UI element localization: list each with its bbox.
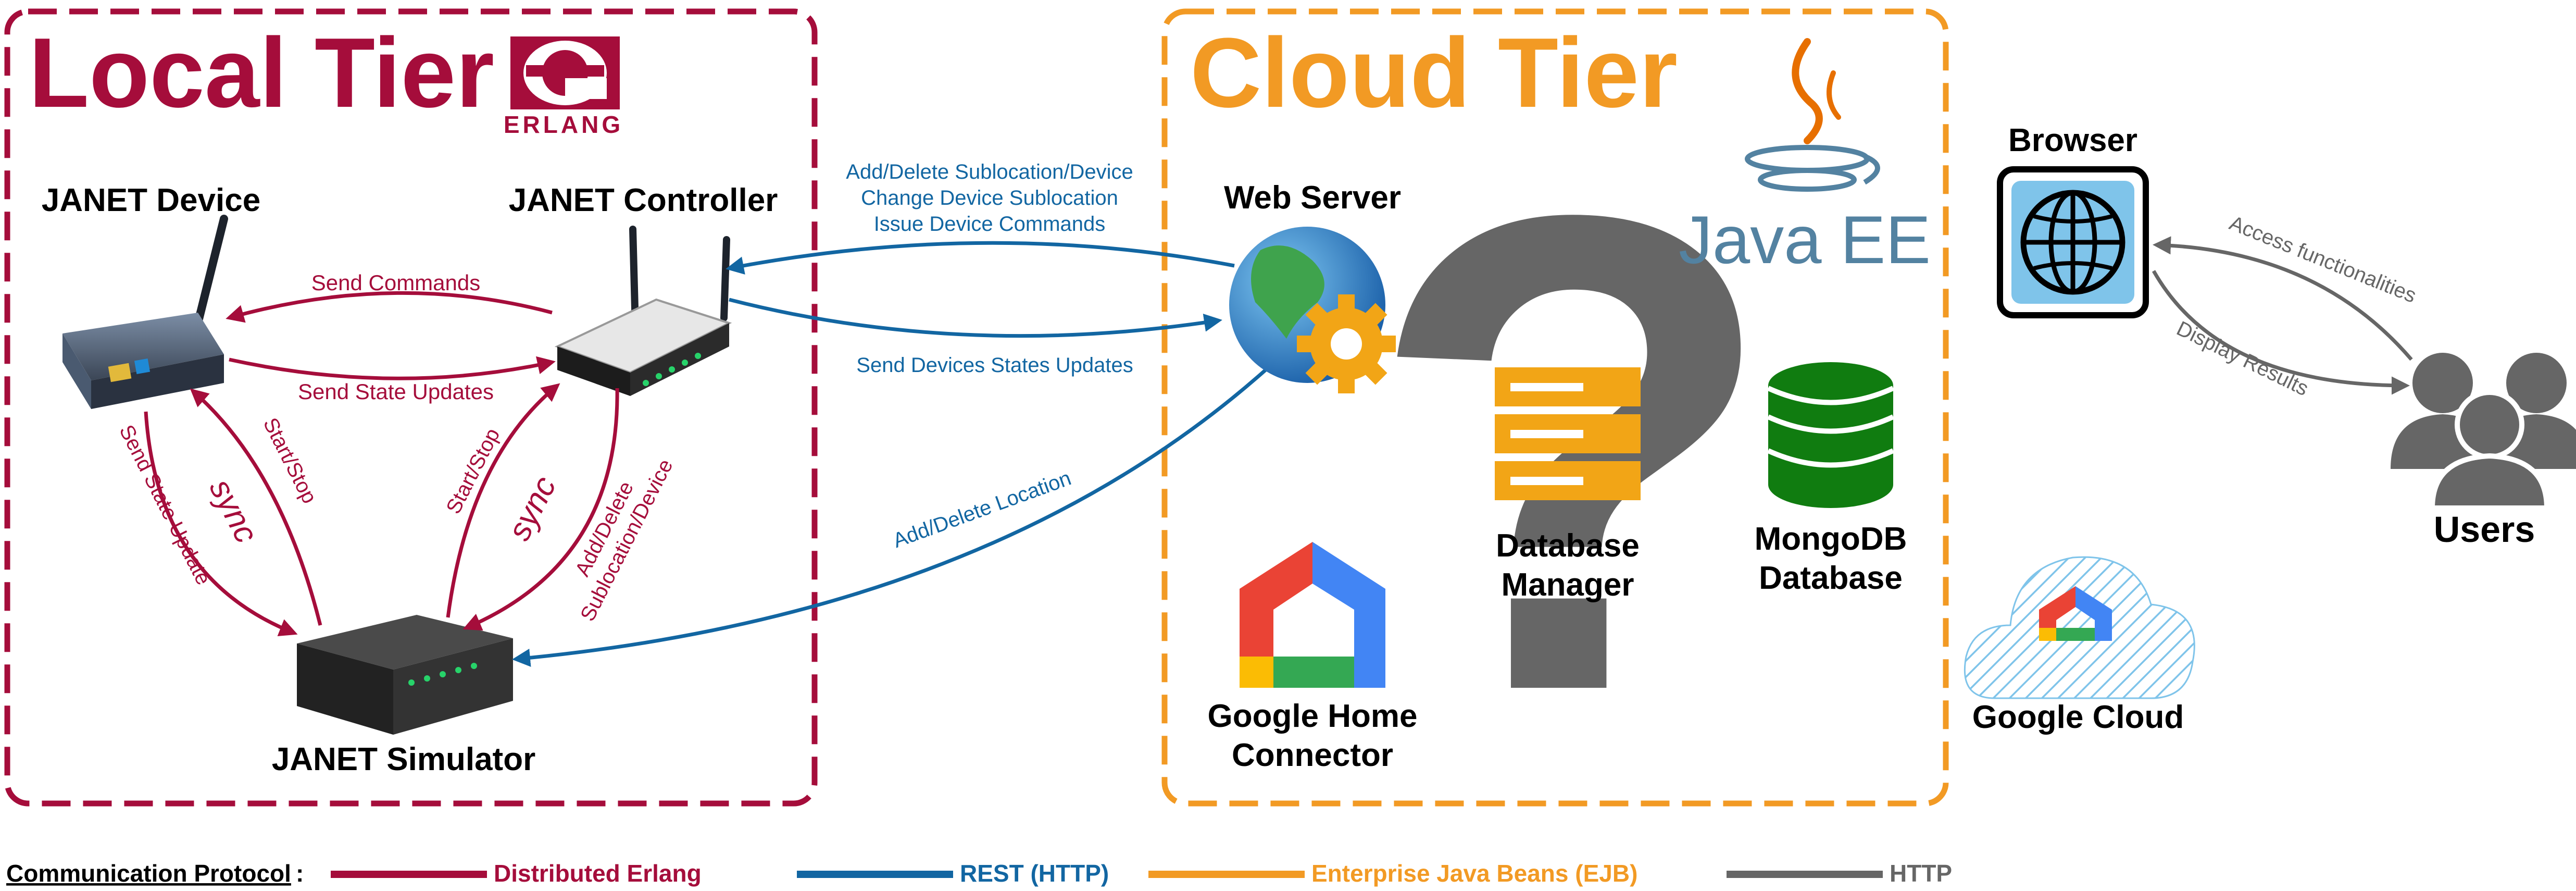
- java-ee-label: Java EE: [1679, 202, 1931, 278]
- send-commands-arrow: [226, 291, 553, 323]
- legend-label-rest: REST (HTTP): [960, 860, 1109, 887]
- legend-colon: :: [296, 860, 304, 887]
- local-tier-box: [4, 8, 818, 807]
- legend-label-ejb: Enterprise Java Beans (EJB): [1311, 860, 1637, 887]
- sync-left-label: sync: [203, 473, 265, 549]
- janet-device-icon: [62, 215, 228, 409]
- send-commands-label: Send Commands: [311, 270, 481, 295]
- rest-add-delete-location-label: Add/Delete Location: [890, 467, 1074, 553]
- google-cloud-label: Google Cloud: [1972, 699, 2184, 735]
- send-state-updates-label: Send State Updates: [298, 379, 494, 404]
- rest-message-line1: Add/Delete Sublocation/Device: [846, 160, 1133, 183]
- janet-device-label: JANET Device: [42, 182, 260, 218]
- local-tier-title: Local Tier: [29, 18, 494, 128]
- send-state-update-label: Send State Update: [115, 422, 215, 589]
- legend-title: Communication Protocol: [6, 860, 291, 887]
- google-home-icon: [1240, 542, 1385, 688]
- users-icon: [2391, 353, 2576, 511]
- legend-label-erlang: Distributed Erlang: [494, 860, 702, 887]
- rest-message-line2: Change Device Sublocation: [861, 187, 1118, 209]
- janet-controller-label: JANET Controller: [509, 182, 778, 218]
- start-stop-left-label: Start/Stop: [259, 414, 321, 507]
- erlang-logo: ERLANG: [504, 36, 623, 138]
- cloud-tier-box: [1161, 8, 1949, 807]
- add-delete-sublocation-arrow: [462, 388, 619, 631]
- send-state-updates-arrow: [229, 356, 556, 380]
- browser-label: Browser: [2008, 122, 2137, 158]
- rest-state-updates-arrow: [729, 298, 1222, 338]
- database-manager-label-line1: Database: [1496, 528, 1640, 564]
- users-label: Users: [2434, 509, 2535, 550]
- browser-icon: [1997, 166, 2149, 318]
- web-server-label: Web Server: [1224, 180, 1401, 216]
- rest-message-line3: Issue Device Commands: [874, 213, 1106, 236]
- rest-to-controller-arrow: [726, 241, 1235, 275]
- rest-add-delete-location-arrow: [512, 368, 1267, 667]
- database-manager-icon: [1495, 367, 1641, 500]
- mongodb-label-line1: MongoDB: [1755, 521, 1907, 557]
- janet-controller-icon: [554, 226, 732, 396]
- send-state-update-arrow: [144, 411, 298, 636]
- mongodb-label-line2: Database: [1759, 560, 1903, 596]
- display-results-arrow: [2152, 270, 2410, 395]
- erlang-logo-text: ERLANG: [504, 111, 623, 138]
- access-functionalities-arrow: [2153, 236, 2413, 361]
- database-manager-label-line2: Manager: [1502, 567, 1634, 603]
- rest-state-updates-label: Send Devices States Updates: [856, 354, 1133, 377]
- mongodb-database-icon: [1767, 362, 1895, 508]
- google-home-label-line2: Connector: [1232, 737, 1393, 773]
- janet-simulator-icon: [297, 615, 513, 735]
- sync-right-label: sync: [501, 471, 563, 546]
- google-home-label-line1: Google Home: [1207, 698, 1417, 734]
- legend-label-http: HTTP: [1890, 860, 1952, 887]
- start-stop-right-label: Start/Stop: [442, 425, 504, 517]
- cloud-tier-title: Cloud Tier: [1190, 18, 1678, 128]
- legend: Communication Protocol : Distributed Erl…: [6, 860, 1952, 887]
- google-cloud-icon: [1964, 556, 2195, 699]
- start-stop-right-arrow: [446, 383, 560, 618]
- web-server-icon: [1229, 227, 1396, 393]
- java-ee-logo: Java EE: [1679, 38, 1931, 278]
- janet-simulator-label: JANET Simulator: [272, 741, 535, 777]
- start-stop-left-arrow: [190, 388, 322, 626]
- display-results-label: Display Results: [2173, 317, 2312, 400]
